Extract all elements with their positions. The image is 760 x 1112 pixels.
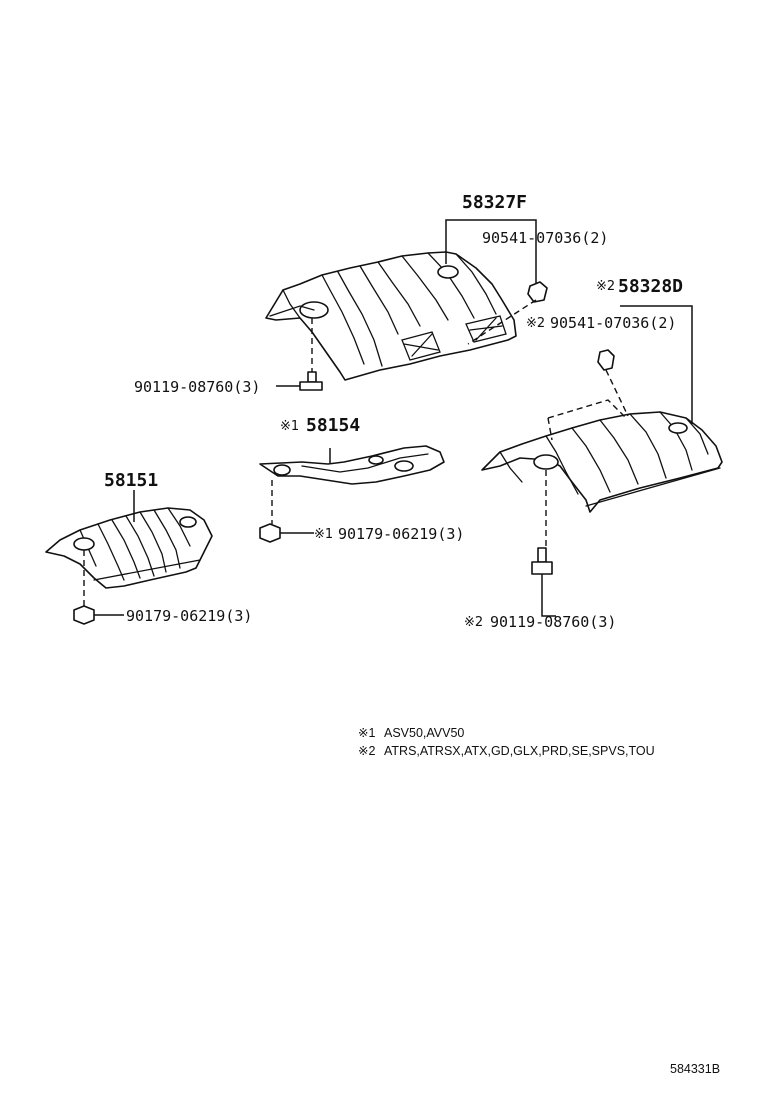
svg-text:※2: ※2 (464, 615, 483, 630)
label-90179-mid: ※1 90179-06219(3) (314, 525, 464, 543)
note-2: ※2 ATRS,ATRSX,ATX,GD,GLX,PRD,SE,SPVS,TOU (358, 744, 655, 758)
svg-text:※2: ※2 (596, 279, 615, 294)
bracket-58154[interactable] (259, 445, 445, 485)
svg-text:※1: ※1 (280, 419, 299, 434)
leader-lines (94, 219, 693, 617)
label-58328D: ※2 58328D (596, 276, 683, 297)
svg-text:ATRS,ATRSX,ATX,GD,GLX,PRD,SE,S: ATRS,ATRSX,ATX,GD,GLX,PRD,SE,SPVS,TOU (384, 744, 655, 758)
label-90541-right: ※2 90541-07036(2) (526, 314, 676, 332)
svg-text:90541-07036(2): 90541-07036(2) (482, 229, 608, 247)
label-90179-left: 90179-06219(3) (126, 607, 252, 625)
note-1: ※1 ASV50,AVV50 (358, 726, 464, 740)
nut-90179-mid[interactable] (259, 523, 281, 543)
svg-text:90119-08760(3): 90119-08760(3) (490, 613, 616, 631)
dashed-install-lines (83, 299, 629, 606)
label-90119-left: 90119-08760(3) (134, 378, 260, 396)
label-58327F: 58327F (462, 192, 527, 213)
svg-text:90179-06219(3): 90179-06219(3) (338, 525, 464, 543)
svg-text:※2: ※2 (358, 744, 375, 758)
nut-90179-left[interactable] (73, 605, 95, 625)
heat-insulator-58327F[interactable] (265, 251, 517, 381)
svg-text:58154: 58154 (306, 415, 360, 436)
label-58151: 58151 (104, 470, 158, 491)
bolt-90119-left[interactable] (299, 371, 323, 391)
svg-text:90179-06219(3): 90179-06219(3) (126, 607, 252, 625)
label-90541-top: 90541-07036(2) (482, 229, 608, 247)
svg-text:※1: ※1 (358, 726, 375, 740)
svg-text:58327F: 58327F (462, 192, 527, 213)
bolt-90119-right[interactable] (531, 547, 553, 575)
svg-text:58151: 58151 (104, 470, 158, 491)
svg-text:※1: ※1 (314, 527, 333, 542)
svg-text:ASV50,AVV50: ASV50,AVV50 (384, 726, 464, 740)
svg-text:※2: ※2 (526, 316, 545, 331)
svg-text:584331B: 584331B (670, 1062, 720, 1076)
nut-90541-right[interactable] (597, 349, 615, 371)
heat-insulator-58328D[interactable] (481, 411, 723, 513)
svg-text:90119-08760(3): 90119-08760(3) (134, 378, 260, 396)
label-58154: ※1 58154 (280, 415, 360, 436)
svg-text:90541-07036(2): 90541-07036(2) (550, 314, 676, 332)
svg-text:58328D: 58328D (618, 276, 683, 297)
heat-insulator-58151[interactable] (45, 507, 213, 589)
nut-90541-top[interactable] (527, 281, 548, 303)
label-90119-right: ※2 90119-08760(3) (464, 613, 616, 631)
figure-id: 584331B (670, 1062, 720, 1076)
